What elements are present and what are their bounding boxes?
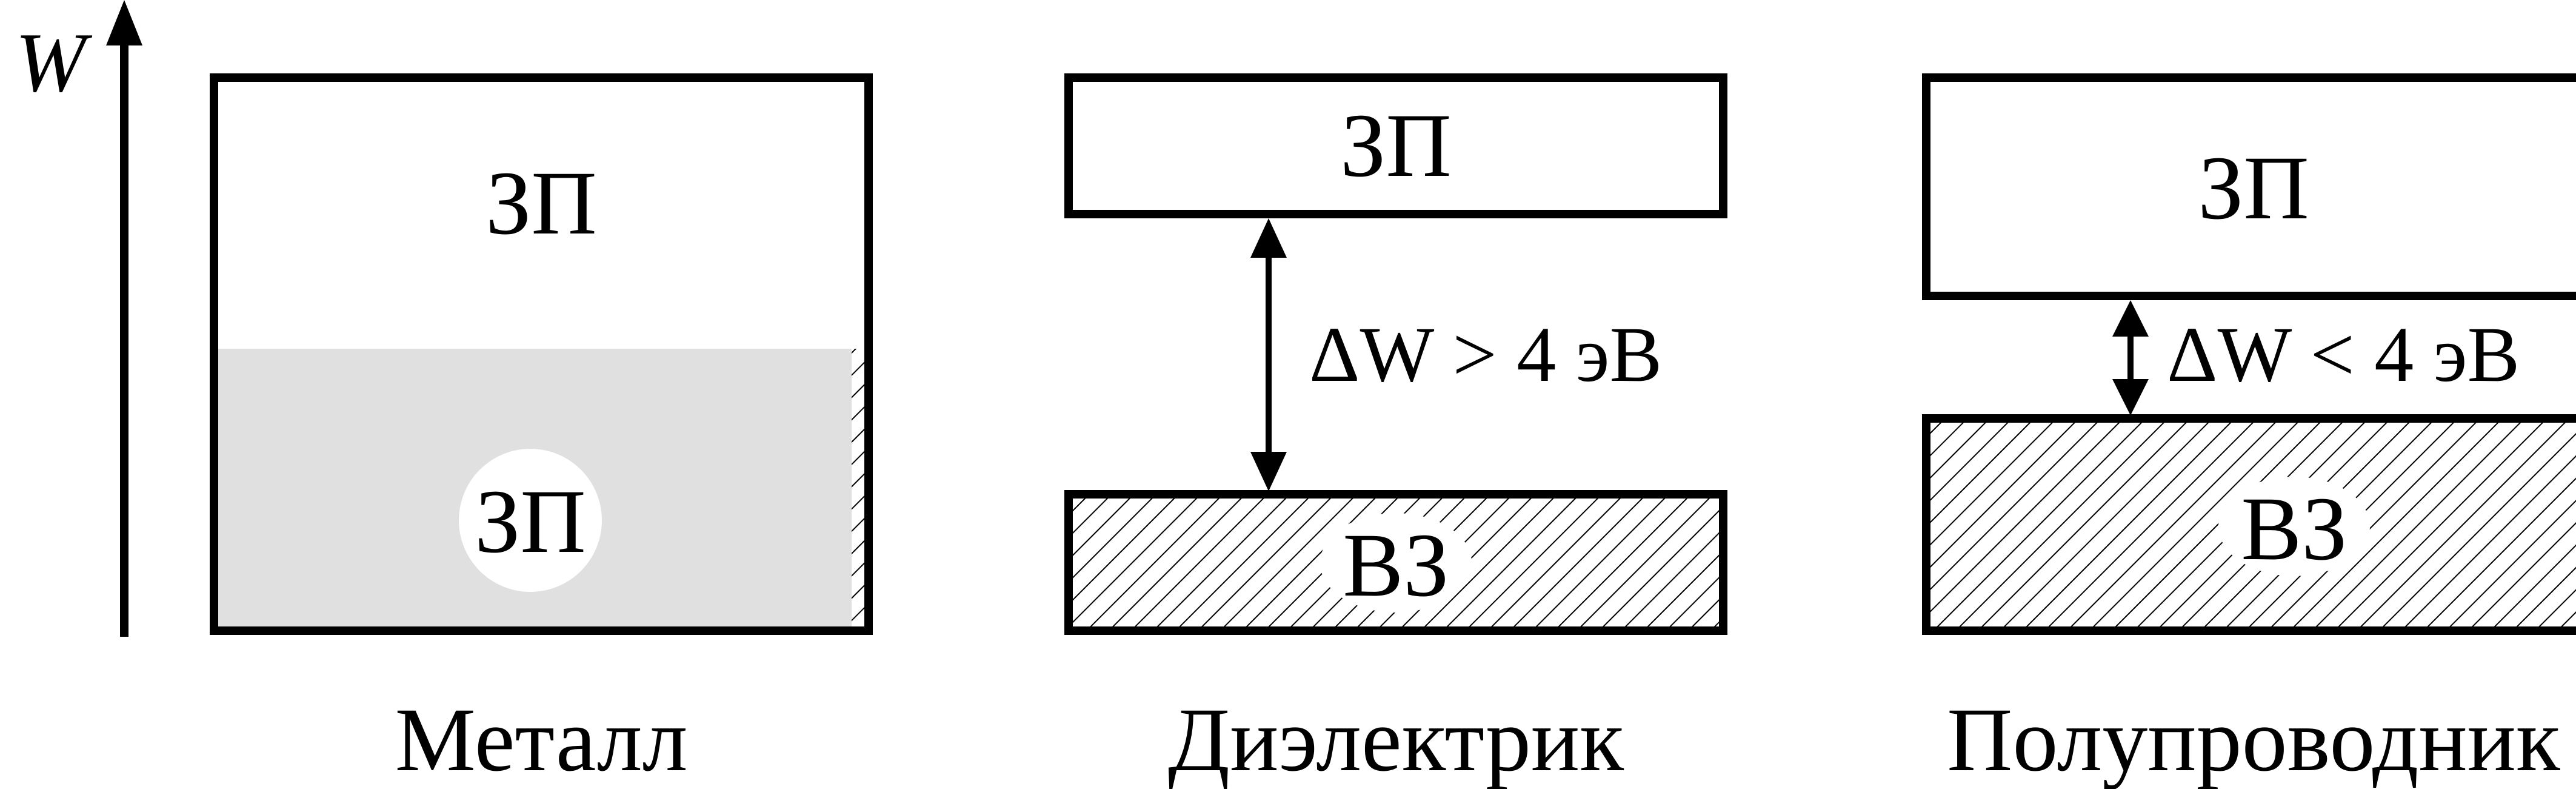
panel-dielectric: ЗП ВЗ ΔW > 4 эВ Диэлектрик bbox=[1064, 73, 1727, 789]
metal-bottom-band-label: ЗП bbox=[475, 471, 586, 572]
dielectric-gap-arrow bbox=[1250, 218, 1287, 491]
semiconductor-conduction-band bbox=[1922, 73, 2576, 300]
metal-top-band-label: ЗП bbox=[486, 153, 596, 253]
dielectric-caption: Диэлектрик bbox=[1168, 690, 1624, 789]
dielectric-conduction-band bbox=[1064, 73, 1727, 218]
metal-label-highlight bbox=[459, 449, 602, 592]
energy-axis: W bbox=[15, 0, 142, 637]
semiconductor-gap-label: ΔW < 4 эВ bbox=[2167, 311, 2520, 398]
semiconductor-valence-band-label: ВЗ bbox=[2241, 478, 2347, 579]
semiconductor-caption: Полупроводник bbox=[1947, 690, 2561, 789]
semiconductor-conduction-band-label: ЗП bbox=[2198, 138, 2309, 238]
dielectric-valence-band-label: ВЗ bbox=[1343, 515, 1449, 616]
dielectric-gap-label: ΔW > 4 эВ bbox=[1309, 311, 1662, 398]
semiconductor-gap-arrow bbox=[2112, 300, 2149, 415]
semiconductor-valence-label-highlight bbox=[2218, 477, 2370, 576]
metal-band-outline bbox=[210, 73, 873, 635]
panel-semiconductor: ЗП ВЗ ΔW < 4 эВ Полупроводник bbox=[1922, 73, 2576, 789]
dielectric-valence-label-highlight bbox=[1320, 513, 1472, 613]
energy-axis-label: W bbox=[15, 16, 93, 110]
panel-metal: ЗП ЗП Металл bbox=[210, 73, 873, 789]
energy-axis-arrowhead bbox=[106, 0, 142, 45]
metal-caption: Металл bbox=[395, 690, 688, 789]
dielectric-conduction-band-label: ЗП bbox=[1340, 95, 1451, 196]
